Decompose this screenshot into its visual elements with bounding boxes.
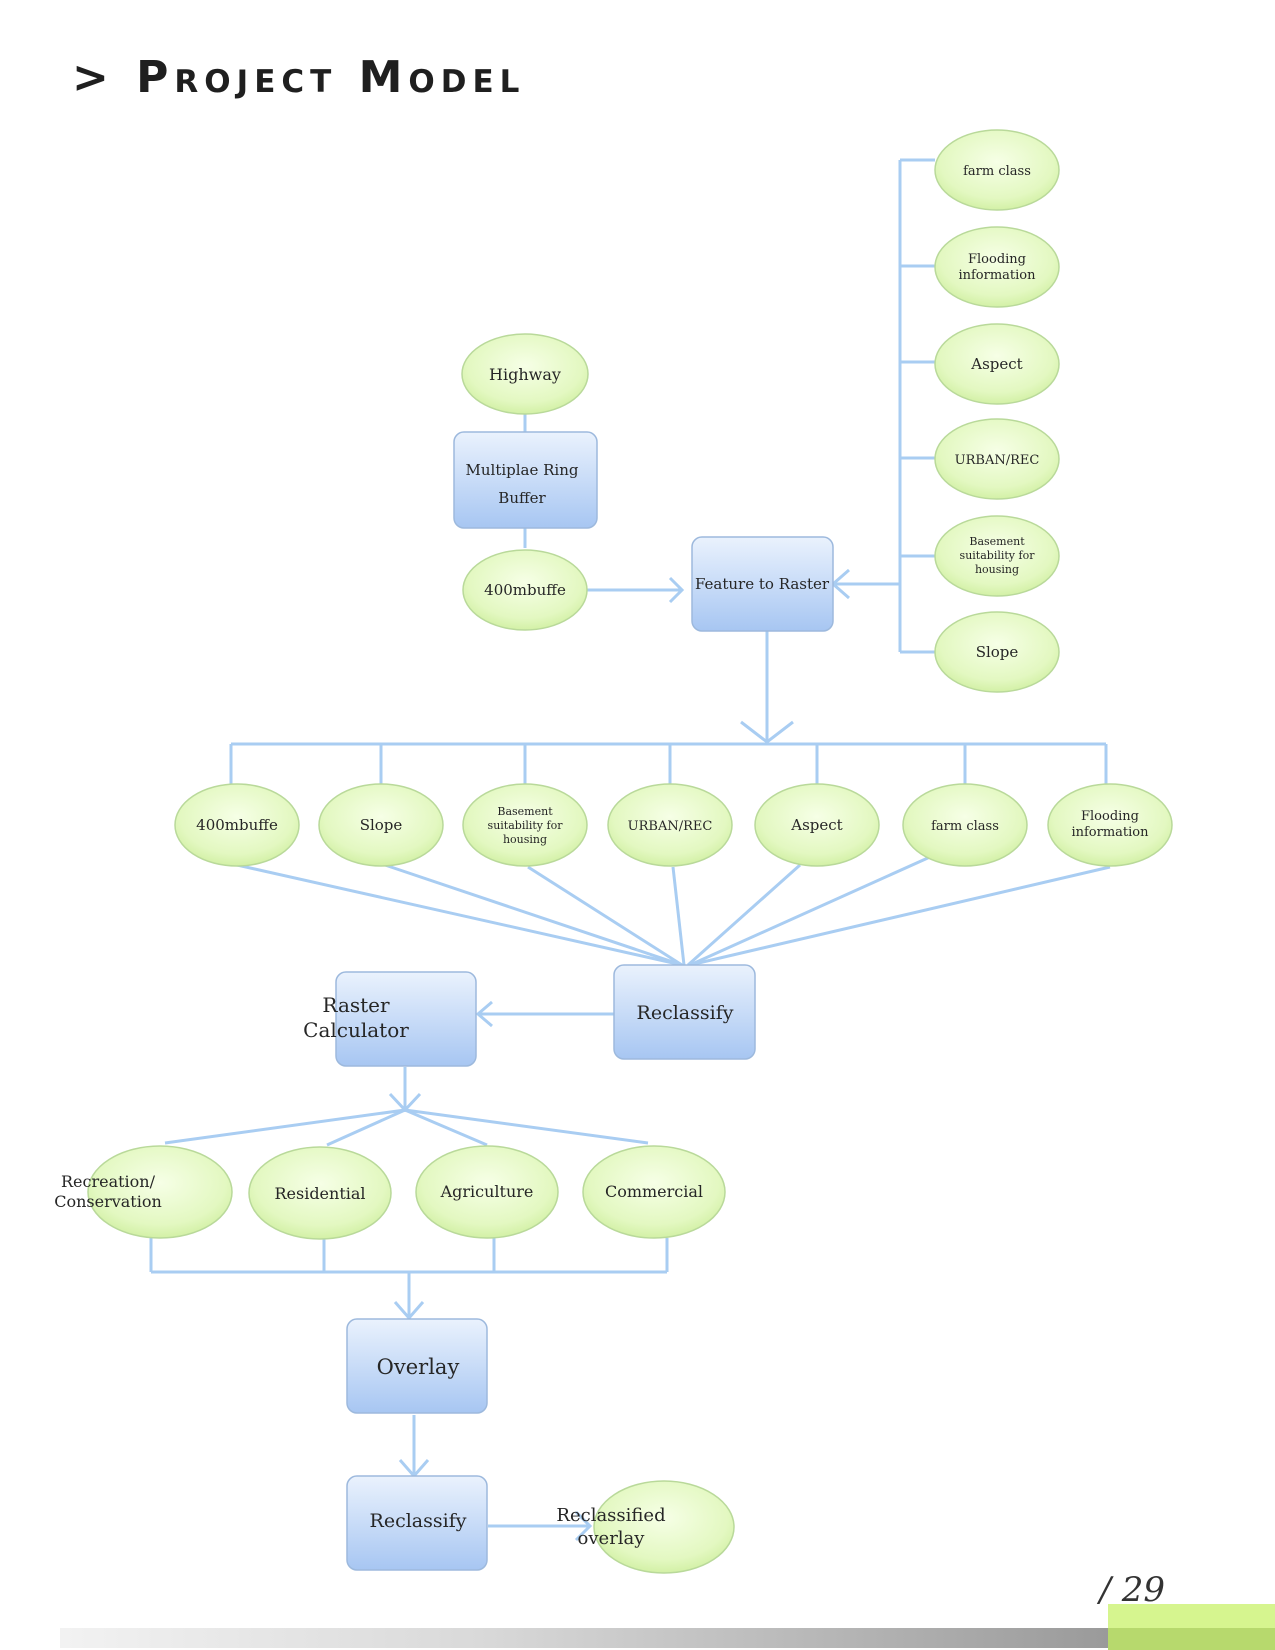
page-number: / 29 xyxy=(1099,1570,1165,1610)
data-output-slope: Slope xyxy=(318,783,444,867)
svg-text:Commercial: Commercial xyxy=(605,1182,703,1201)
data-residential: Residential xyxy=(248,1146,392,1240)
process-reclassify-1: Reclassify xyxy=(613,964,756,1060)
svg-text:Recreation/Conservation: Recreation/Conservation xyxy=(54,1172,162,1211)
svg-text:Overlay: Overlay xyxy=(377,1355,460,1379)
svg-text:Highway: Highway xyxy=(489,365,561,384)
svg-text:URBAN/REC: URBAN/REC xyxy=(628,819,713,834)
data-output-urban-rec: URBAN/REC xyxy=(607,783,733,867)
data-commercial: Commercial xyxy=(582,1145,726,1239)
svg-text:400mbuffe: 400mbuffe xyxy=(484,581,566,599)
data-output-400mbuffe: 400mbuffe xyxy=(174,783,300,867)
data-input-farm-class: farm class xyxy=(934,129,1060,211)
footer-gradient-bar xyxy=(60,1628,1110,1648)
data-output-farm-class: farm class xyxy=(902,783,1028,867)
data-highway: Highway xyxy=(461,333,589,415)
svg-text:Slope: Slope xyxy=(360,816,403,834)
svg-text:farm class: farm class xyxy=(931,819,999,834)
data-agriculture: Agriculture xyxy=(415,1145,559,1239)
svg-text:400mbuffe: 400mbuffe xyxy=(196,816,278,834)
data-input-aspect: Aspect xyxy=(934,323,1060,405)
data-input-slope: Slope xyxy=(934,611,1060,693)
process-reclassify-2: Reclassify xyxy=(346,1475,488,1571)
svg-text:URBAN/REC: URBAN/REC xyxy=(955,453,1040,468)
data-recreation-conservation: Recreation/Conservation xyxy=(54,1145,233,1239)
data-input-urban-rec: URBAN/REC xyxy=(934,418,1060,500)
svg-text:farm class: farm class xyxy=(963,164,1031,179)
data-output-aspect: Aspect xyxy=(754,783,880,867)
svg-text:Slope: Slope xyxy=(976,643,1019,661)
svg-text:Residential: Residential xyxy=(274,1184,365,1203)
svg-text:Agriculture: Agriculture xyxy=(440,1182,534,1201)
footer-accent-stripe xyxy=(1108,1628,1275,1650)
connectors xyxy=(149,158,1111,1542)
process-overlay: Overlay xyxy=(346,1318,488,1414)
page-title: > Project Model xyxy=(72,52,526,103)
svg-text:Reclassify: Reclassify xyxy=(637,1002,734,1024)
svg-text:Aspect: Aspect xyxy=(790,816,842,834)
process-feature-to-raster: Feature to Raster xyxy=(691,536,834,632)
svg-text:Reclassify: Reclassify xyxy=(370,1510,467,1532)
svg-text:Feature to Raster: Feature to Raster xyxy=(695,575,830,593)
data-400mbuffe-top: 400mbuffe xyxy=(462,549,588,631)
svg-text:Aspect: Aspect xyxy=(970,355,1022,373)
